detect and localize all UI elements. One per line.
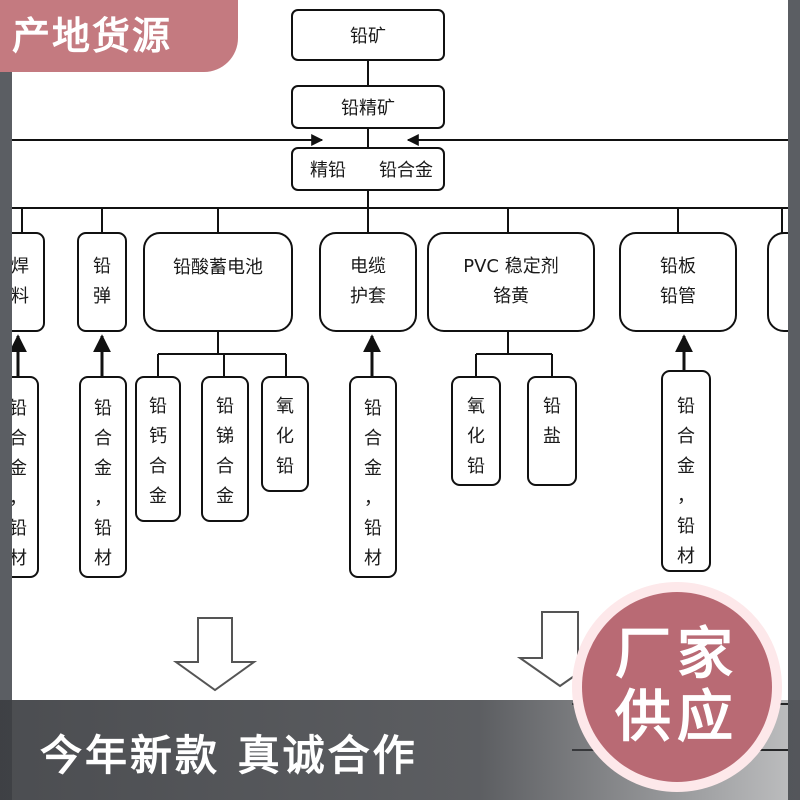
char: 氧 (276, 396, 294, 417)
label-lead-alloy: 铅合金 (379, 160, 433, 181)
char: 金 (364, 458, 382, 479)
node-lead-oxide-2: 氧 化 铅 (451, 376, 501, 486)
node-bullet: 铅 弹 (77, 232, 127, 332)
char: 铅 (364, 398, 382, 419)
node-pvc: PVC 稳定剂 铬黄 (427, 232, 595, 332)
label-pvc-2: 铬黄 (493, 286, 529, 307)
node-solder-material: 铅 合 金 ， 铅 材 (12, 376, 39, 578)
label-solder-2: 料 (12, 286, 29, 307)
diagram-canvas: 铅矿 铅精矿 精铅 铅合金 焊 料 (12, 0, 788, 800)
label-lead-ore: 铅矿 (350, 26, 386, 47)
char: 铅 (216, 396, 234, 417)
char: 合 (149, 456, 167, 477)
node-lead-salt: 铅 盐 (527, 376, 577, 486)
char: 合 (94, 428, 112, 449)
char: 铅 (149, 396, 167, 417)
char: ， (94, 488, 112, 509)
node-solder: 焊 料 (12, 232, 45, 332)
char: 铅 (543, 396, 561, 417)
badge-line-1: 厂家 (615, 622, 739, 688)
factory-supply-badge: 厂家 供应 (572, 582, 782, 792)
char: 合 (12, 428, 27, 449)
label-bullet-2: 弹 (93, 286, 111, 307)
char: 铅 (364, 518, 382, 539)
char: 金 (94, 458, 112, 479)
char: 材 (677, 546, 695, 567)
label-cable-1: 电缆 (350, 256, 386, 277)
label-solder-1: 焊 (12, 256, 29, 277)
char: 合 (216, 456, 234, 477)
char: 金 (216, 486, 234, 507)
char: 铅 (677, 396, 695, 417)
node-plate: 铅板 铅管 (619, 232, 737, 332)
char: 氧 (467, 396, 485, 417)
char: 合 (364, 428, 382, 449)
label-lead-concentrate: 铅精矿 (341, 98, 395, 119)
char: 化 (467, 426, 485, 447)
char: 钙 (149, 426, 167, 447)
char: 金 (149, 486, 167, 507)
node-lead-concentrate: 铅精矿 (291, 85, 445, 129)
slogan-text: 今年新款 真诚合作 (40, 731, 418, 780)
label-pvc-1: PVC 稳定剂 (463, 256, 558, 277)
badge-line-2: 供应 (615, 685, 739, 750)
label-plate-2: 铅管 (660, 286, 696, 307)
char: ， (364, 488, 382, 509)
char: 化 (276, 426, 294, 447)
down-arrow-left-icon (172, 617, 258, 692)
node-lead-calcium-alloy: 铅 钙 合 金 (135, 376, 181, 522)
label-battery: 铅酸蓄电池 (173, 257, 263, 278)
char: 金 (677, 456, 695, 477)
char: 铅 (467, 456, 485, 477)
char: 材 (12, 548, 27, 569)
node-lead-oxide-1: 氧 化 铅 (261, 376, 309, 492)
label-plate-1: 铅板 (660, 256, 696, 277)
node-refined-lead: 精铅 铅合金 (291, 147, 445, 191)
node-cable-material: 铅 合 金 ， 铅 材 (349, 376, 397, 578)
label-cable-2: 护套 (350, 286, 386, 307)
char: 材 (364, 548, 382, 569)
char: 锑 (216, 426, 234, 447)
char: 铅 (12, 398, 27, 419)
process-flow-diagram: 铅矿 铅精矿 精铅 铅合金 焊 料 (12, 9, 788, 751)
origin-banner: 产地货源 (0, 0, 238, 72)
char: 铅 (94, 518, 112, 539)
char: 盐 (543, 426, 561, 447)
char: 铅 (94, 398, 112, 419)
node-bullet-material: 铅 合 金 ， 铅 材 (79, 376, 127, 578)
node-lead-antimony-alloy: 铅 锑 合 金 (201, 376, 249, 522)
node-plate-material: 铅 合 金 ， 铅 材 (661, 370, 711, 572)
char: 铅 (677, 516, 695, 537)
label-bullet-1: 铅 (93, 256, 111, 277)
char: 金 (12, 458, 27, 479)
char: ， (12, 488, 27, 509)
badge-inner: 厂家 供应 (582, 592, 772, 782)
label-refined-lead: 精铅 (310, 160, 346, 181)
node-cable: 电缆 护套 (319, 232, 417, 332)
char: 铅 (12, 518, 27, 539)
node-battery: 铅酸蓄电池 (143, 232, 293, 332)
char: ， (677, 486, 695, 507)
char: 材 (94, 548, 112, 569)
node-lead-ore: 铅矿 (291, 9, 445, 61)
char: 铅 (276, 456, 294, 477)
char: 合 (677, 426, 695, 447)
node-offscreen (767, 232, 788, 332)
